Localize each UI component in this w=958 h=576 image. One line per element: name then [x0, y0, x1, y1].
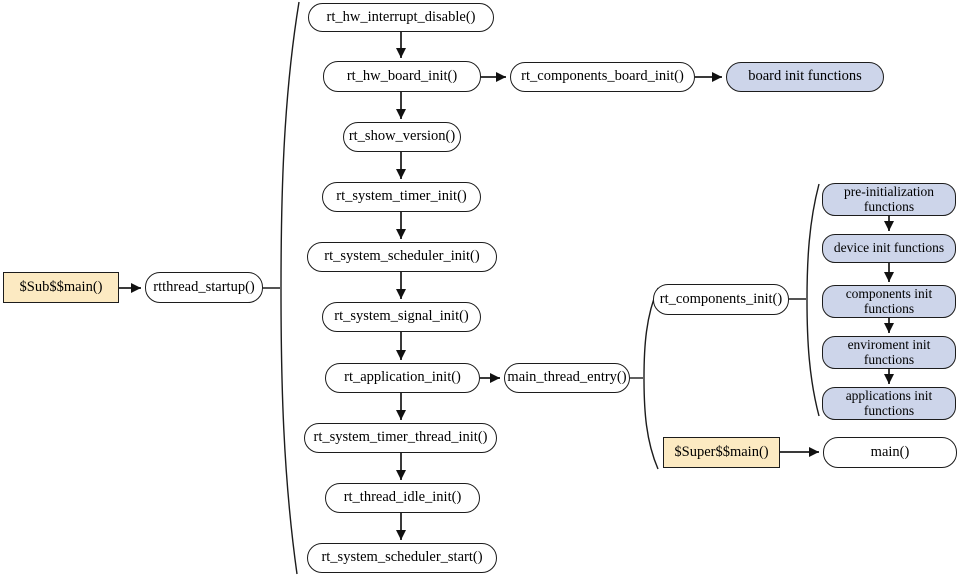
node-main: main() — [823, 437, 957, 468]
node-rt-components-board-init: rt_components_board_init() — [510, 62, 695, 92]
brace-main-thread — [643, 287, 659, 470]
node-rt-system-scheduler-init: rt_system_scheduler_init() — [307, 242, 497, 272]
node-rt-application-init: rt_application_init() — [325, 363, 480, 393]
node-device-init-functions: device init functions — [822, 234, 956, 263]
node-applications-init-functions: applications init functions — [822, 387, 956, 420]
brace-startup-sequence — [280, 1, 300, 575]
node-rtthread-startup: rtthread_startup() — [145, 272, 263, 303]
node-main-thread-entry: main_thread_entry() — [504, 363, 630, 393]
node-rt-show-version: rt_show_version() — [343, 122, 461, 152]
node-rt-system-timer-thread-init: rt_system_timer_thread_init() — [304, 423, 497, 453]
node-rt-system-timer-init: rt_system_timer_init() — [322, 182, 481, 212]
node-rt-hw-board-init: rt_hw_board_init() — [323, 61, 481, 92]
node-enviroment-init-functions: enviroment init functions — [822, 336, 956, 369]
node-components-init-functions: components init functions — [822, 285, 956, 318]
node-rt-thread-idle-init: rt_thread_idle_init() — [325, 483, 480, 513]
node-rt-system-signal-init: rt_system_signal_init() — [322, 302, 481, 332]
node-super-main: $Super$$main() — [663, 437, 780, 468]
node-pre-initialization-functions: pre-initialization functions — [822, 183, 956, 216]
node-sub-main: $Sub$$main() — [3, 272, 119, 303]
brace-components-init — [806, 183, 820, 417]
node-rt-components-init: rt_components_init() — [653, 284, 789, 315]
node-rt-hw-interrupt-disable: rt_hw_interrupt_disable() — [308, 3, 494, 32]
node-board-init-functions: board init functions — [726, 62, 884, 92]
node-rt-system-scheduler-start: rt_system_scheduler_start() — [307, 543, 497, 573]
